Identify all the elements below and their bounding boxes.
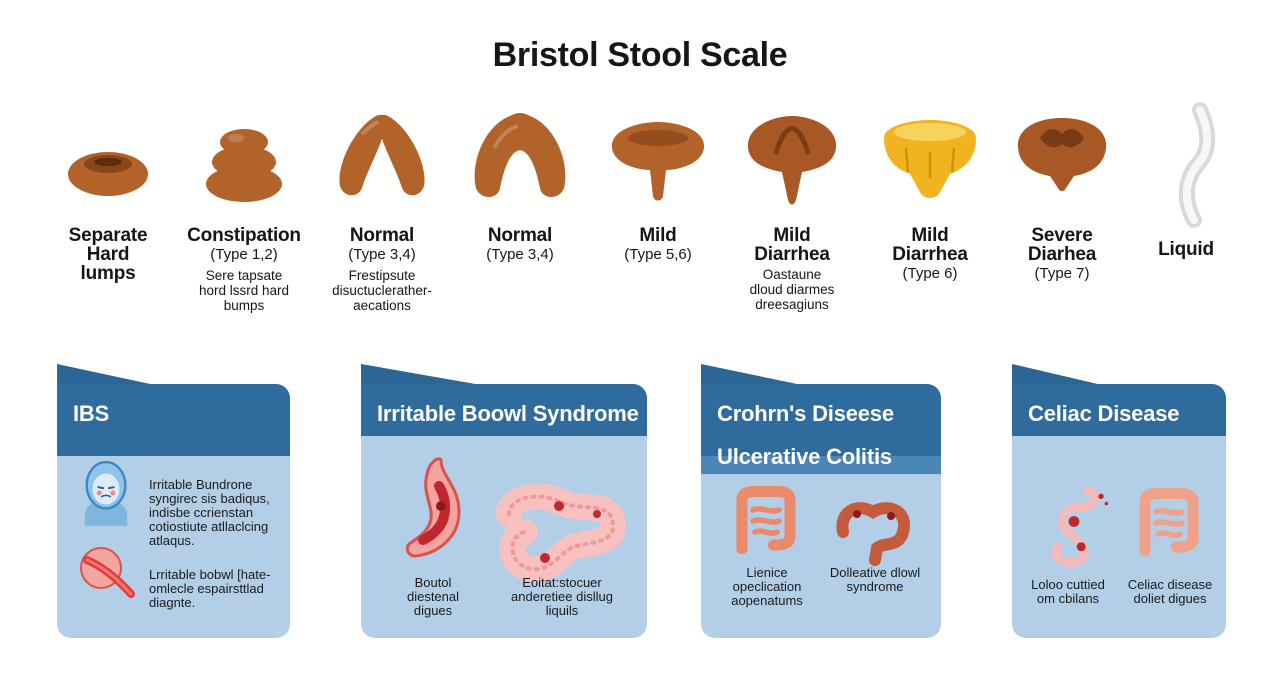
severe-diarrhea-icon: [1017, 118, 1107, 191]
liquid-stream-icon: [1178, 102, 1216, 228]
stool-type-label: Mild: [639, 225, 677, 246]
inflamed-colon-icon: [836, 502, 911, 566]
stool-type-label: Mild Diarrhea: [754, 225, 830, 265]
normal-smooth-icon: [474, 113, 566, 197]
stool-type-description: Oastaune dloud diarmes dreesagiuns: [749, 267, 835, 312]
condition-card-celiac: Celiac Disease Loloo cuttied om cbilans …: [1012, 364, 1226, 638]
stool-type-description: Sere tapsate hord lssrd hard bumps: [198, 268, 290, 313]
stool-type-6: Mild Diarrhea Oastaune dloud diarmes dre…: [722, 108, 862, 323]
stool-type-1: Separate Hard lumps: [38, 108, 178, 323]
stool-type-range: (Type 3,4): [486, 246, 554, 263]
page-title: Bristol Stool Scale: [492, 36, 788, 74]
stool-type-description: Frestipsute disuctuclerather- aecations: [332, 268, 432, 313]
stool-type-9: Liquid: [1116, 102, 1256, 323]
stomach-illustration-icon: [405, 457, 461, 558]
card-description: Celiac disease doliet digues: [1127, 577, 1213, 606]
stool-type-range: (Type 5,6): [624, 246, 692, 263]
stool-type-label: Separate Hard lumps: [68, 225, 148, 284]
stool-type-4: Normal (Type 3,4): [450, 108, 590, 323]
mild-diarrhea-mushy-icon: [747, 116, 837, 205]
mild-soft-blob-icon: [611, 122, 705, 201]
card-description: Irritable Bundrone syngirec sis badiqus,…: [149, 477, 270, 548]
stool-type-label: Normal: [487, 225, 553, 246]
stool-type-label: Mild Diarrhea: [892, 225, 968, 265]
constipation-lumps-icon: [206, 129, 282, 202]
celiac-colon-icon: [1139, 487, 1199, 557]
small-intestine-icon: [1051, 486, 1109, 568]
stool-type-3: Normal (Type 3,4) Frestipsute disuctucle…: [312, 108, 452, 323]
stool-type-range: (Type 3,4): [348, 246, 416, 263]
inflamed-intestine-icon: [80, 547, 135, 598]
condition-card-ibs: IBS Irritable Bundrone syngirec sis badi…: [57, 364, 290, 638]
card-description: Eoitat:stocuer anderetiee disllug liquil…: [511, 575, 613, 618]
stool-type-range: (Type 1,2): [210, 246, 278, 263]
stool-type-7: Mild Diarrhea (Type 6): [860, 108, 1000, 323]
card-subtitle: Ulcerative Colitis: [717, 444, 892, 469]
card-title: Crohrn's Diseese: [717, 401, 894, 426]
card-description: Lrritable bobwl [hate- omlecle espairstt…: [149, 567, 271, 610]
card-description: Loloo cuttied om cbilans: [1031, 577, 1105, 606]
stool-type-label: Severe Diarhea: [1027, 225, 1097, 265]
stool-type-label: Normal: [349, 225, 415, 246]
card-description: Lienice opeclication aopenatums: [731, 565, 803, 608]
stool-type-8: Severe Diarhea (Type 7): [992, 108, 1132, 323]
card-header: [57, 384, 290, 456]
card-description: Dolleative dlowl syndrome: [829, 565, 921, 594]
stool-type-label: Liquid: [1158, 239, 1214, 260]
card-title: IBS: [73, 401, 110, 426]
stool-type-range: (Type 6): [902, 265, 958, 282]
colon-illustration-icon: [736, 485, 796, 555]
card-title: Celiac Disease: [1028, 401, 1180, 426]
intestine-illustration-icon: [496, 483, 626, 583]
card-title: Irritable Boowl Syndrome: [377, 401, 639, 426]
mild-diarrhea-yellow-icon: [884, 120, 976, 198]
condition-card-crohns: Crohrn's Diseese Ulcerative Colitis Lien…: [701, 364, 941, 638]
stool-type-range: (Type 7): [1034, 265, 1090, 282]
normal-sausage-icon: [339, 114, 425, 196]
card-description: Boutol diestenal digues: [406, 575, 460, 618]
stool-type-5: Mild (Type 5,6): [588, 108, 728, 323]
condition-card-irritable-bowel: Irritable Boowl Syndrome Boutol diestena…: [361, 364, 647, 638]
person-face-icon: [84, 460, 128, 526]
separate-hard-lumps-icon: [68, 152, 148, 196]
stool-type-label: Constipation: [187, 225, 301, 246]
stool-type-2: Constipation (Type 1,2) Sere tapsate hor…: [174, 108, 314, 323]
